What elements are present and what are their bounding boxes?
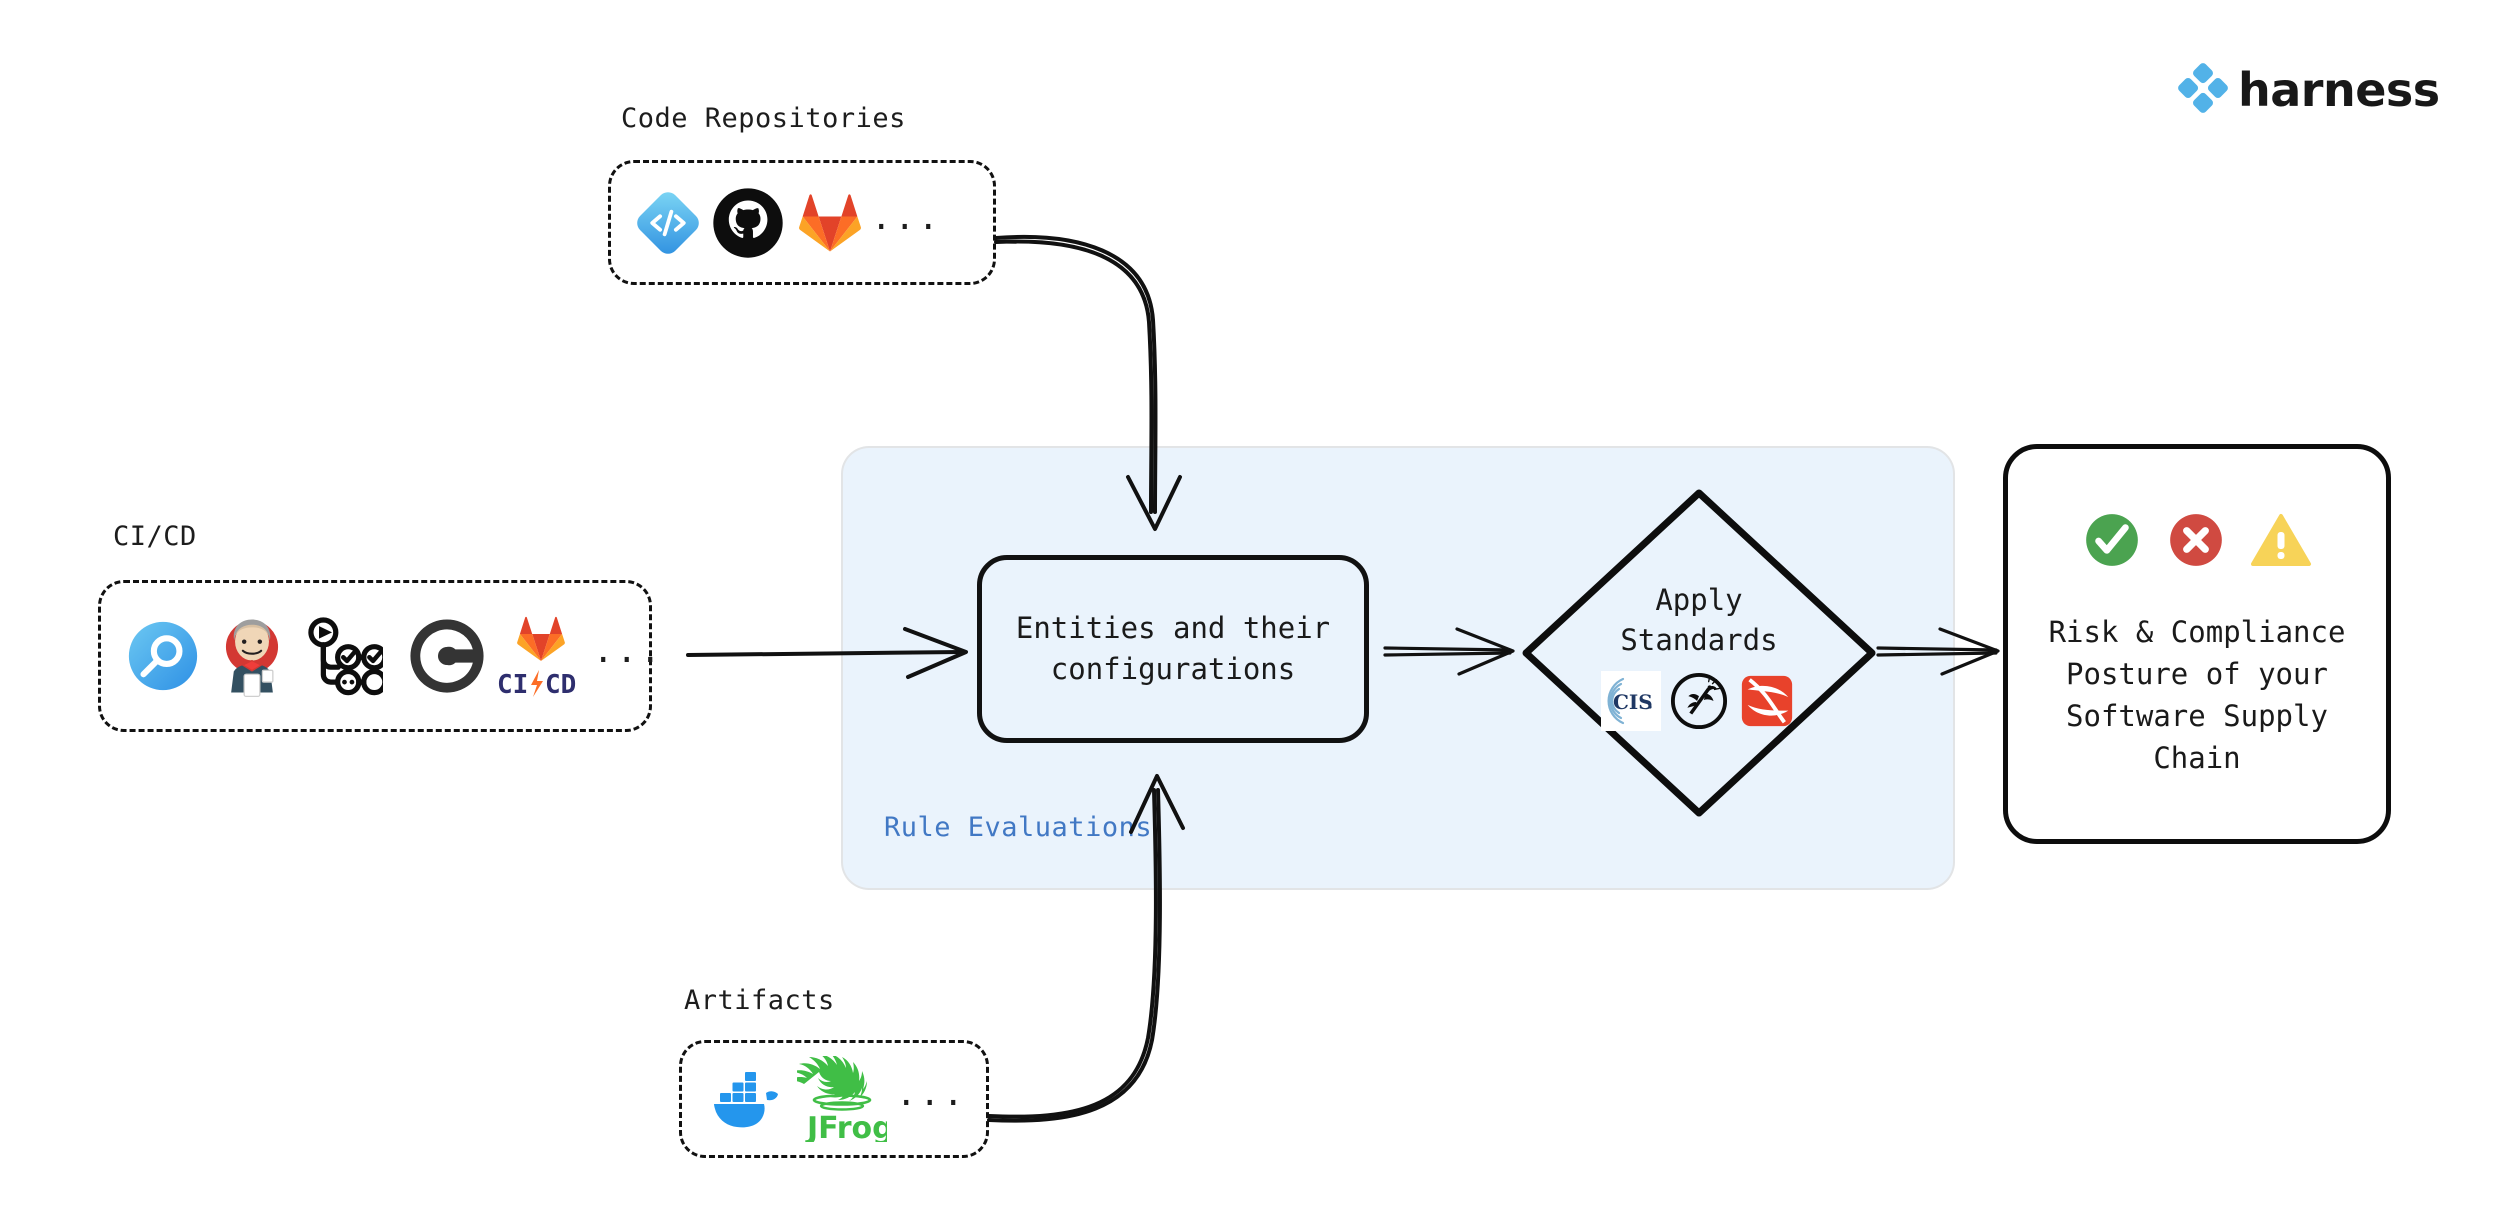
docker-icon [702, 1058, 794, 1140]
gitlab-cicd-icon: CI CD [493, 601, 589, 711]
artifacts-label: Artifacts [684, 985, 835, 1016]
artifacts-more: ... [896, 1074, 967, 1114]
jenkins-icon [207, 610, 297, 702]
jfrog-icon: JFrog [794, 1053, 890, 1145]
entities-and-configurations-node[interactable]: Entities and their configurations [977, 555, 1369, 743]
code-repositories-group: ... [608, 160, 996, 285]
harness-wordmark: harness [2238, 63, 2440, 117]
code-repositories-more: ... [871, 197, 942, 238]
github-actions-icon [297, 612, 387, 700]
svg-text:JFrog: JFrog [805, 1111, 887, 1142]
warning-triangle-icon [2249, 509, 2313, 571]
slsa-icon [1736, 670, 1798, 732]
ci-cd-group: CI CD ... [98, 580, 660, 732]
artifacts-group: JFrog ... [679, 1040, 989, 1158]
apply-standards-label: Apply Standards [1620, 582, 1778, 657]
cis-icon: CIS [1600, 670, 1662, 732]
circleci-icon [401, 610, 493, 702]
owasp-icon [1668, 670, 1730, 732]
harness-diamond-icon [2178, 63, 2228, 117]
code-repositories-label: Code Repositories [621, 103, 906, 134]
ci-cd-more: ... [593, 631, 664, 671]
svg-text:CI: CI [497, 670, 528, 700]
harness-ci-icon [119, 612, 207, 700]
ci-cd-label: CI/CD [113, 521, 197, 552]
github-icon [707, 182, 789, 264]
entities-node-label: Entities and their configurations [1015, 610, 1331, 686]
svg-text:CD: CD [545, 670, 576, 700]
gitlab-icon [789, 182, 871, 264]
error-circle-icon [2165, 509, 2227, 571]
status-icons-row [2081, 509, 2313, 571]
harness-code-icon [629, 184, 707, 262]
risk-compliance-label: Risk & Compliance Posture of your Softwa… [2048, 614, 2346, 776]
standards-logos-row: CIS [1600, 670, 1798, 732]
apply-standards-node[interactable]: Apply Standards CIS [1518, 485, 1880, 821]
check-circle-icon [2081, 509, 2143, 571]
svg-text:CIS: CIS [1613, 690, 1653, 714]
risk-compliance-output-node[interactable]: Risk & Compliance Posture of your Softwa… [2003, 444, 2391, 844]
rule-evaluations-label: Rule Evaluations [884, 812, 1153, 843]
diamond-shape [1522, 489, 1876, 817]
harness-logo: harness [2178, 63, 2440, 117]
